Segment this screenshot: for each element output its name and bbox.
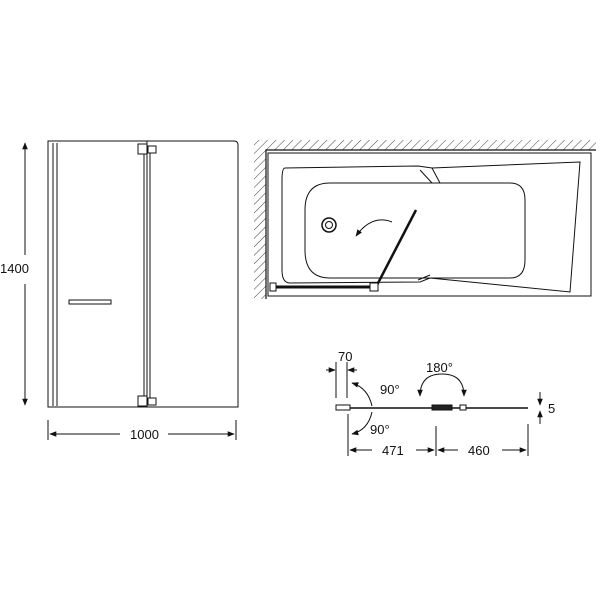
height-label: 1400 bbox=[0, 261, 29, 276]
top-hinge-plate bbox=[147, 145, 157, 154]
bottom-hinge-plate bbox=[147, 397, 157, 406]
fixed-panel-label: 471 bbox=[382, 443, 404, 458]
fixed-glass-panel bbox=[47, 140, 148, 408]
rotation-arc-fold-icon bbox=[417, 373, 467, 397]
towel-bar bbox=[68, 299, 112, 305]
rotation-arrow-icon bbox=[355, 219, 393, 237]
rotation-arc-lower-icon bbox=[351, 411, 373, 436]
bathtub-inner-step bbox=[417, 167, 441, 281]
drain-inner-icon bbox=[325, 221, 333, 229]
folding-panel-plan bbox=[374, 209, 418, 288]
bathtub-rim bbox=[281, 161, 581, 293]
plan-view bbox=[254, 140, 596, 299]
thickness-label: 5 bbox=[548, 401, 555, 416]
bathtub-basin bbox=[304, 182, 526, 279]
rotation-lower-label: 90° bbox=[370, 422, 390, 437]
folding-glass-panel bbox=[147, 140, 239, 408]
rotation-upper-label: 90° bbox=[380, 382, 400, 397]
width-label: 1000 bbox=[130, 427, 159, 442]
wall-profile-plan bbox=[269, 282, 277, 292]
front-view: 1400 1000 bbox=[0, 140, 239, 442]
detail-view: 70 90° 90° 180° 5 471 460 bbox=[326, 349, 555, 458]
folding-panel-label: 460 bbox=[468, 443, 490, 458]
handle-detail bbox=[459, 404, 467, 411]
wall-profile-detail bbox=[335, 404, 351, 411]
hinge-detail bbox=[431, 404, 453, 411]
rotation-arc-upper-icon bbox=[351, 382, 373, 407]
bathtub-outline bbox=[267, 152, 592, 297]
top-hinge bbox=[137, 143, 148, 155]
bottom-hinge bbox=[137, 395, 148, 407]
rotation-fold-label: 180° bbox=[426, 360, 453, 375]
hinge-plan bbox=[369, 282, 379, 292]
hinge-depth-label: 70 bbox=[338, 349, 352, 364]
wall-outline bbox=[265, 149, 596, 299]
